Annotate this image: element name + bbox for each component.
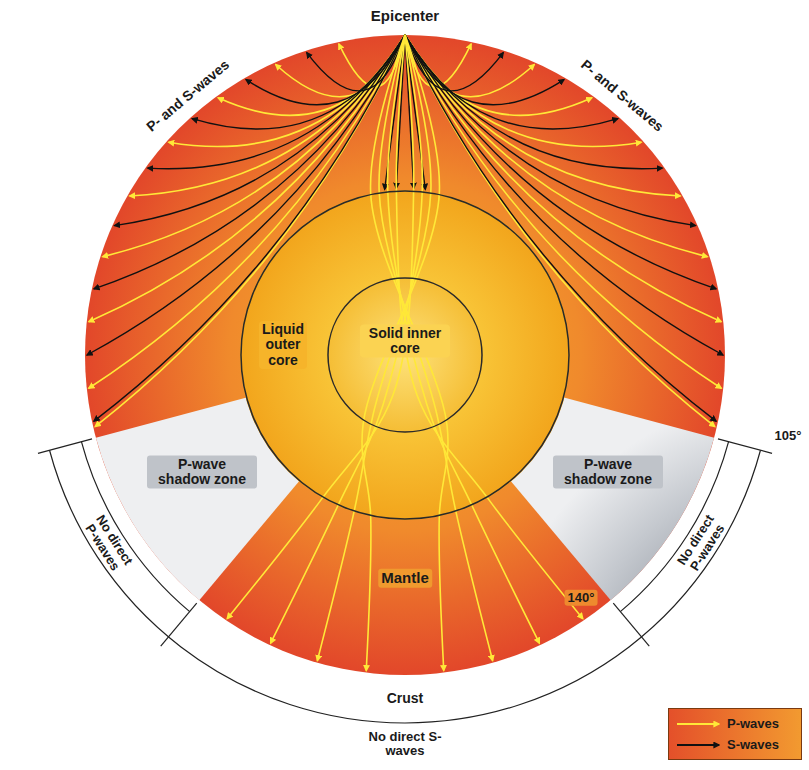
s-wave-ray xyxy=(405,35,618,129)
s-wave-ray xyxy=(94,35,405,421)
s-wave-ray xyxy=(405,35,716,421)
legend-box: P-wavesS-waves xyxy=(668,708,802,760)
diagram-label: P-wave shadow zone xyxy=(147,456,257,489)
bracket-arc xyxy=(50,450,761,723)
diagram-label: Epicenter xyxy=(371,8,439,25)
s-wave-ray xyxy=(114,35,405,226)
p-wave-ray xyxy=(405,35,707,257)
p-wave-ray xyxy=(405,35,721,388)
legend-row: S-waves xyxy=(675,734,795,755)
core-label: Solid inner core xyxy=(360,325,450,358)
diagram-label: P-wave shadow zone xyxy=(553,456,663,489)
legend-text: P-waves xyxy=(727,716,779,731)
angle-label: 140° xyxy=(565,590,598,606)
s-wave-ray xyxy=(192,35,405,129)
p-wave-ray xyxy=(95,35,405,427)
s-wave-ray xyxy=(94,35,405,289)
wave-rays xyxy=(87,35,723,671)
bracket-tick xyxy=(613,603,649,646)
bracket-tick xyxy=(161,603,197,646)
legend-row: P-waves xyxy=(675,713,795,734)
diagram-label: No direct S-waves xyxy=(363,730,447,759)
zone-brackets xyxy=(38,439,772,723)
legend-text: S-waves xyxy=(727,737,779,752)
s-wave-ray xyxy=(405,35,716,289)
outer-core xyxy=(240,190,570,520)
inner-core xyxy=(327,277,483,433)
s-wave-ray xyxy=(405,35,723,355)
core-label: Liquid outer core xyxy=(259,321,307,369)
bracket-tick xyxy=(718,439,772,453)
p-wave-ray xyxy=(89,35,405,388)
bracket-tick xyxy=(38,439,92,453)
s-wave-ray xyxy=(405,35,696,226)
inner-core-node: Solid inner core xyxy=(327,277,483,433)
p-wave-ray xyxy=(405,35,715,427)
legend-arrow-sample xyxy=(675,739,723,751)
diagram-label: Crust xyxy=(387,691,424,706)
diagram-label: Mantle xyxy=(378,569,432,588)
legend-arrow-sample xyxy=(675,718,723,730)
outer-core-node: Liquid outer core Solid inner core xyxy=(240,190,570,520)
earth-mantle xyxy=(85,35,725,675)
angle-label: 105° xyxy=(775,429,802,443)
s-wave-ray xyxy=(87,35,405,355)
p-wave-ray xyxy=(103,35,405,257)
